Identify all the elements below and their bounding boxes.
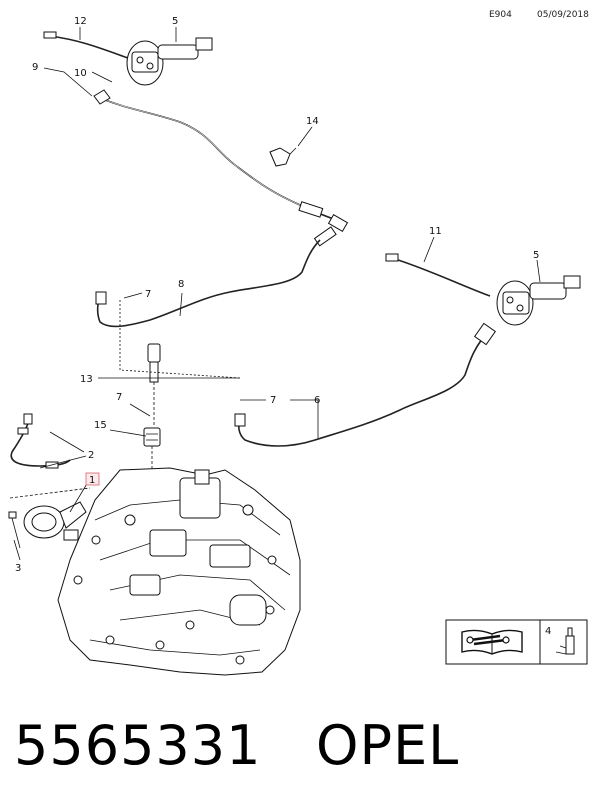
exploded-parts-diagram: 12 5 9 10 14 11 5 7 8 13 7 7 6 15 2 1 3 … <box>8 16 588 676</box>
part-number-brand: 5565331 OPEL <box>14 716 459 776</box>
brand-name: OPEL <box>316 714 460 777</box>
callout-10: 10 <box>74 68 87 79</box>
callout-1: 1 <box>89 475 95 486</box>
repair-manual-icon <box>461 629 523 655</box>
bleed-valve-part <box>269 147 297 167</box>
callout-7-upper: 7 <box>145 289 151 300</box>
callout-6: 6 <box>314 395 320 406</box>
diagram-date: 05/09/2018 <box>537 10 589 20</box>
bolt-3 <box>8 511 21 549</box>
callout-12: 12 <box>74 16 87 27</box>
master-cylinder-upper <box>126 37 213 86</box>
sleeve-15 <box>143 427 161 447</box>
pipe-end-right <box>473 322 497 346</box>
hose-2 <box>10 413 71 469</box>
callout-3: 3 <box>15 563 21 574</box>
pipe-end-lower <box>234 413 246 427</box>
concentric-slave-cylinder <box>23 501 87 541</box>
diagram-code: E904 <box>489 10 512 20</box>
callout-11: 11 <box>429 226 442 237</box>
clutch-pipe-upper <box>43 31 343 223</box>
callout-8: 8 <box>178 279 184 290</box>
pipe-end-left <box>95 291 107 305</box>
legend-box: 4 <box>445 619 588 665</box>
callout-15: 15 <box>94 420 107 431</box>
pipe-clip-upper <box>93 89 111 105</box>
callout-13: 13 <box>80 374 93 385</box>
callout-5-right: 5 <box>533 250 539 261</box>
callout-2: 2 <box>88 450 94 461</box>
part-number: 5565331 <box>14 714 262 777</box>
leader-lines <box>13 27 560 641</box>
callout-14: 14 <box>306 116 319 127</box>
callout-5-upper: 5 <box>172 16 178 27</box>
callout-9: 9 <box>32 62 38 73</box>
callout-7-center: 7 <box>116 392 122 403</box>
connector-13 <box>147 343 161 383</box>
transmission-housing <box>57 467 301 676</box>
pipe-connector-center <box>298 201 349 247</box>
master-cylinder-right <box>496 275 581 326</box>
callout-1-box <box>85 472 100 486</box>
grease-tube-icon <box>555 627 575 655</box>
callout-4: 4 <box>545 626 551 637</box>
callout-7-right: 7 <box>270 395 276 406</box>
clutch-pipe-right <box>385 253 491 297</box>
